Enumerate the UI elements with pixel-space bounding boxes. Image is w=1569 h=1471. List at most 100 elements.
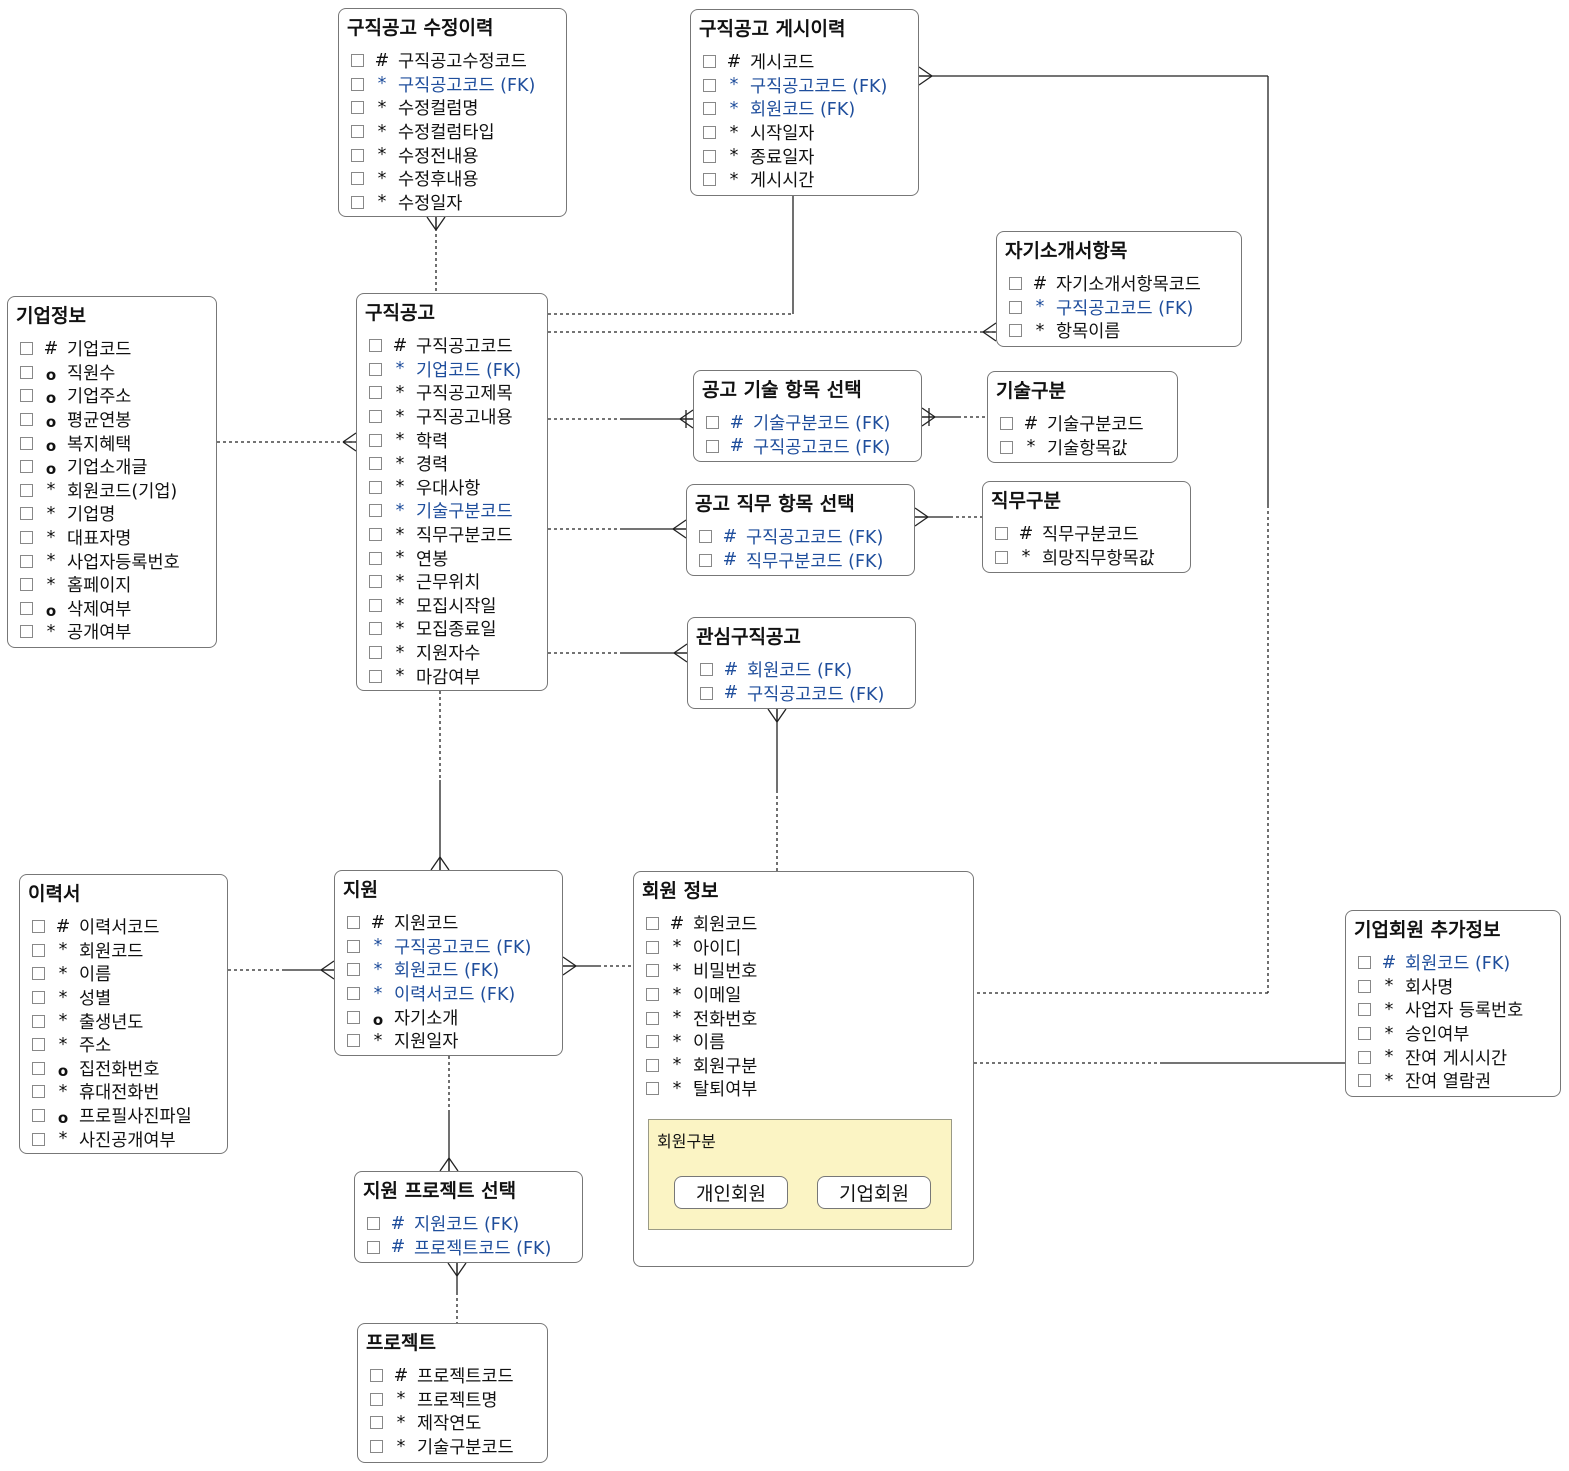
checkbox-icon[interactable]	[351, 77, 364, 91]
checkbox-icon[interactable]	[646, 940, 659, 954]
checkbox-icon[interactable]	[369, 551, 382, 565]
checkbox-icon[interactable]	[351, 195, 364, 209]
checkbox-icon[interactable]	[646, 1082, 659, 1096]
checkbox-icon[interactable]	[646, 917, 659, 931]
checkbox-icon[interactable]	[703, 55, 716, 69]
checkbox-icon[interactable]	[32, 991, 45, 1005]
checkbox-icon[interactable]	[699, 553, 712, 567]
checkbox-icon[interactable]	[646, 988, 659, 1002]
checkbox-icon[interactable]	[20, 365, 33, 379]
checkbox-icon[interactable]	[369, 528, 382, 542]
subtype-corporate-member[interactable]: 기업회원	[817, 1176, 931, 1209]
checkbox-icon[interactable]	[20, 578, 33, 592]
checkbox-icon[interactable]	[703, 149, 716, 163]
checkbox-icon[interactable]	[351, 101, 364, 115]
checkbox-icon[interactable]	[369, 669, 382, 683]
checkbox-icon[interactable]	[32, 920, 45, 934]
checkbox-icon[interactable]	[370, 1369, 383, 1383]
checkbox-icon[interactable]	[646, 1035, 659, 1049]
checkbox-icon[interactable]	[369, 457, 382, 471]
checkbox-icon[interactable]	[20, 413, 33, 427]
checkbox-icon[interactable]	[1000, 417, 1013, 431]
checkbox-icon[interactable]	[32, 1014, 45, 1028]
checkbox-icon[interactable]	[700, 686, 713, 700]
checkbox-icon[interactable]	[32, 1085, 45, 1099]
checkbox-icon[interactable]	[369, 339, 382, 353]
checkbox-icon[interactable]	[1009, 300, 1022, 314]
checkbox-icon[interactable]	[1358, 1050, 1371, 1064]
checkbox-icon[interactable]	[700, 663, 713, 677]
checkbox-icon[interactable]	[995, 550, 1008, 564]
checkbox-icon[interactable]	[20, 460, 33, 474]
entity-modify-history[interactable]: 구직공고 수정이력 #구직공고수정코드*구직공고코드 (FK)*수정컬럼명*수정…	[338, 8, 567, 217]
entity-job-posting[interactable]: 구직공고 #구직공고코드*기업코드 (FK)*구직공고제목*구직공고내용*학력*…	[356, 293, 548, 691]
checkbox-icon[interactable]	[351, 172, 364, 186]
entity-posting-job-select[interactable]: 공고 직무 항목 선택 #구직공고코드 (FK)#직무구분코드 (FK)	[686, 484, 915, 576]
checkbox-icon[interactable]	[369, 598, 382, 612]
checkbox-icon[interactable]	[32, 943, 45, 957]
checkbox-icon[interactable]	[367, 1217, 380, 1231]
checkbox-icon[interactable]	[20, 436, 33, 450]
checkbox-icon[interactable]	[370, 1392, 383, 1406]
checkbox-icon[interactable]	[1000, 440, 1013, 454]
checkbox-icon[interactable]	[32, 1061, 45, 1075]
checkbox-icon[interactable]	[20, 342, 33, 356]
entity-corp-member-extra[interactable]: 기업회원 추가정보 #회원코드 (FK)*회사명*사업자 등록번호*승인여부*잔…	[1345, 910, 1561, 1097]
checkbox-icon[interactable]	[995, 527, 1008, 541]
checkbox-icon[interactable]	[369, 504, 382, 518]
checkbox-icon[interactable]	[32, 1038, 45, 1052]
checkbox-icon[interactable]	[20, 531, 33, 545]
checkbox-icon[interactable]	[706, 439, 719, 453]
checkbox-icon[interactable]	[706, 416, 719, 430]
entity-posting-skill-select[interactable]: 공고 기술 항목 선택 #기술구분코드 (FK)#구직공고코드 (FK)	[693, 370, 922, 462]
checkbox-icon[interactable]	[646, 1058, 659, 1072]
checkbox-icon[interactable]	[646, 1011, 659, 1025]
checkbox-icon[interactable]	[20, 554, 33, 568]
checkbox-icon[interactable]	[370, 1440, 383, 1454]
checkbox-icon[interactable]	[32, 1132, 45, 1146]
checkbox-icon[interactable]	[369, 480, 382, 494]
checkbox-icon[interactable]	[369, 362, 382, 376]
checkbox-icon[interactable]	[351, 54, 364, 68]
checkbox-icon[interactable]	[699, 530, 712, 544]
checkbox-icon[interactable]	[347, 987, 360, 1001]
checkbox-icon[interactable]	[1358, 979, 1371, 993]
entity-application[interactable]: 지원 #지원코드*구직공고코드 (FK)*회원코드 (FK)*이력서코드 (FK…	[334, 870, 563, 1056]
checkbox-icon[interactable]	[20, 625, 33, 639]
entity-skill-category[interactable]: 기술구분 #기술구분코드*기술항목값	[987, 371, 1178, 463]
checkbox-icon[interactable]	[703, 102, 716, 116]
entity-application-project-select[interactable]: 지원 프로젝트 선택 #지원코드 (FK)#프로젝트코드 (FK)	[354, 1171, 583, 1263]
checkbox-icon[interactable]	[367, 1240, 380, 1254]
checkbox-icon[interactable]	[32, 1109, 45, 1123]
subtype-personal-member[interactable]: 개인회원	[674, 1176, 788, 1209]
checkbox-icon[interactable]	[351, 148, 364, 162]
checkbox-icon[interactable]	[347, 963, 360, 977]
checkbox-icon[interactable]	[369, 433, 382, 447]
checkbox-icon[interactable]	[703, 126, 716, 140]
checkbox-icon[interactable]	[20, 601, 33, 615]
checkbox-icon[interactable]	[32, 967, 45, 981]
checkbox-icon[interactable]	[351, 125, 364, 139]
checkbox-icon[interactable]	[20, 507, 33, 521]
checkbox-icon[interactable]	[369, 575, 382, 589]
checkbox-icon[interactable]	[703, 78, 716, 92]
checkbox-icon[interactable]	[1358, 956, 1371, 970]
checkbox-icon[interactable]	[369, 410, 382, 424]
checkbox-icon[interactable]	[369, 622, 382, 636]
checkbox-icon[interactable]	[1009, 324, 1022, 338]
checkbox-icon[interactable]	[347, 1010, 360, 1024]
checkbox-icon[interactable]	[1358, 1074, 1371, 1088]
entity-self-intro-item[interactable]: 자기소개서항목 #자기소개서항목코드*구직공고코드 (FK)*항목이름	[996, 231, 1242, 347]
checkbox-icon[interactable]	[370, 1416, 383, 1430]
checkbox-icon[interactable]	[703, 173, 716, 187]
checkbox-icon[interactable]	[369, 646, 382, 660]
checkbox-icon[interactable]	[1009, 277, 1022, 291]
checkbox-icon[interactable]	[646, 964, 659, 978]
entity-job-category[interactable]: 직무구분 #직무구분코드*희망직무항목값	[982, 481, 1191, 573]
checkbox-icon[interactable]	[1358, 1027, 1371, 1041]
checkbox-icon[interactable]	[1358, 1003, 1371, 1017]
checkbox-icon[interactable]	[20, 389, 33, 403]
checkbox-icon[interactable]	[347, 916, 360, 930]
